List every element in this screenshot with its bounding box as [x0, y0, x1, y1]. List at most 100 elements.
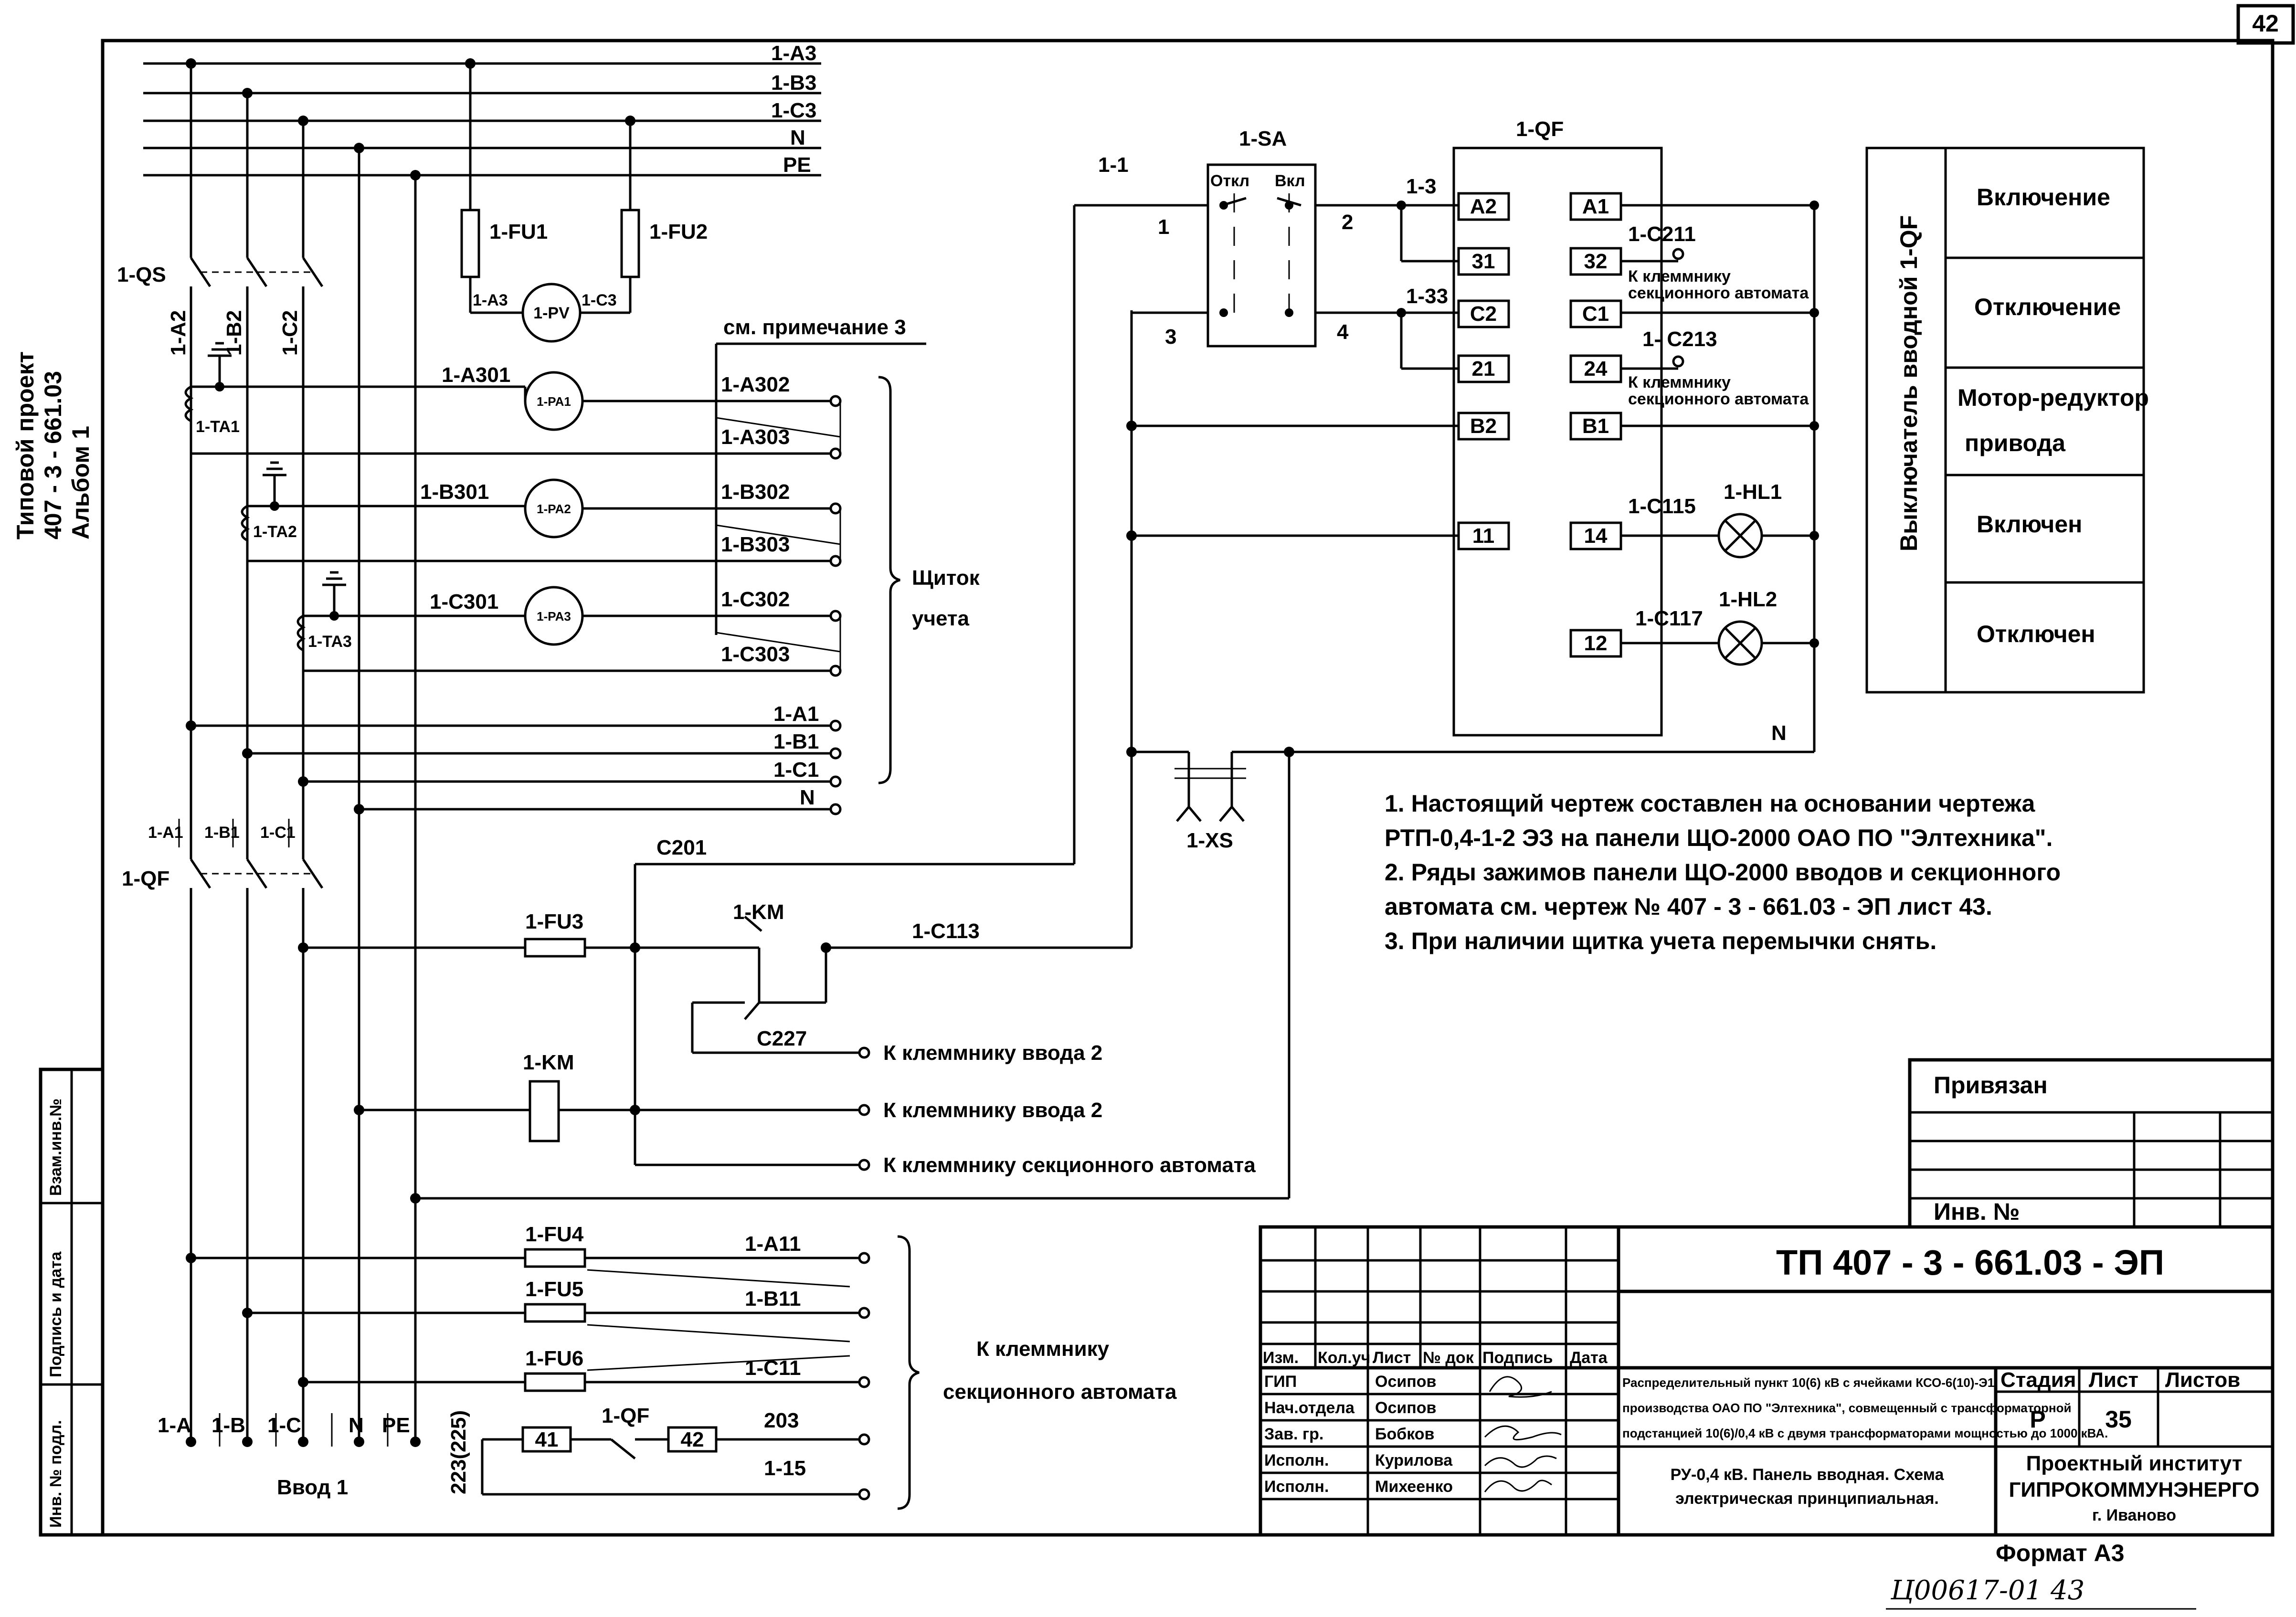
w223-label: 223(225): [447, 1410, 470, 1494]
qf-a1: 1-А1: [148, 824, 183, 842]
current-transformers: 1-TA1 1-TA2 1-TA3: [184, 342, 840, 672]
sa-p3: 3: [1165, 325, 1176, 349]
bus-n: N: [790, 126, 805, 149]
b301-label: 1-В301: [420, 480, 489, 504]
drawing-code: ТП 407 - 3 - 661.03 - ЭП: [1776, 1243, 2164, 1282]
sheets-header: Листов: [2165, 1368, 2240, 1392]
brace-label-2: секционного автомата: [943, 1380, 1177, 1404]
qf-l-2: С2: [1470, 302, 1497, 326]
c303-label: 1-С303: [721, 643, 790, 666]
role-1: Нач.отдела: [1264, 1399, 1355, 1417]
qf-c211: 1-С211: [1628, 222, 1696, 246]
stage-header: Стадия: [2000, 1368, 2076, 1392]
sheet-value: 35: [2105, 1406, 2132, 1433]
note-line-1: РТП-0,4-1-2 ЭЗ на панели ЩО-2000 ОАО ПО …: [1385, 824, 2053, 851]
qf-to-sec-a1: К клеммнику: [1628, 267, 1731, 285]
sheet-number: 42: [2252, 10, 2279, 37]
qf-block-label: 1-QF: [1516, 117, 1564, 141]
sa-p2: 2: [1342, 211, 1353, 234]
pa3-label: 1-PA3: [537, 609, 571, 624]
b11-label: 1-В11: [745, 1287, 801, 1311]
b303-label: 1-В303: [721, 533, 790, 556]
qf-r-5: 14: [1584, 524, 1608, 548]
role-4: Исполн.: [1264, 1478, 1329, 1496]
side-stamp-line3: Альбом 1: [67, 426, 94, 539]
strip-podpis: Подпись и дата: [47, 1251, 65, 1377]
a302-label: 1-А302: [721, 373, 790, 396]
side-stamp-line1: Типовой проект: [12, 351, 39, 539]
brace-label-1: К клеммнику: [976, 1337, 1110, 1361]
to-input2-a: К клеммнику ввода 2: [883, 1041, 1102, 1065]
panel-label-1: Щиток: [912, 566, 980, 590]
to-section: К клеммнику секционного автомата: [883, 1153, 1256, 1177]
qf-l-0: А2: [1470, 195, 1497, 218]
voltmeter-branch: 1-FU1 1-FU2 1-А3 1-С3 1-PV: [460, 63, 708, 343]
qf-to-sec-b2: секционного автомата: [1628, 390, 1809, 408]
term-pe: PE: [382, 1414, 410, 1437]
fu5-label: 1-FU5: [525, 1278, 583, 1301]
format-label: Формат А3: [1996, 1540, 2125, 1566]
fu4-label: 1-FU4: [525, 1223, 584, 1246]
top-buses: 1-А3 1-В3 1-С3 N PE: [143, 42, 821, 180]
note-line-4: 3. При наличии щитка учета перемычки сня…: [1385, 928, 1936, 954]
strip-inv: Инв. № подл.: [47, 1420, 65, 1528]
note-line-0: 1. Настоящий чертеж составлен на основан…: [1385, 790, 2036, 817]
term-n: N: [349, 1414, 364, 1437]
metering-panel-terminals: см. примечание 3 1-А302 1-А303 1-В302 1-…: [715, 316, 980, 784]
bus-c3: 1-С3: [771, 99, 816, 122]
qf-l-5: 11: [1472, 524, 1495, 548]
legend-side-title: Выключатель вводной 1-QF: [1895, 215, 1922, 551]
to-input2-b: К клеммнику ввода 2: [883, 1099, 1102, 1122]
qf-l-3: 21: [1472, 357, 1495, 380]
connector-xs: 1-XS: [1132, 747, 1294, 852]
role-2: Зав. гр.: [1264, 1425, 1323, 1443]
name-0: Осипов: [1375, 1373, 1436, 1391]
w203-label: 203: [764, 1409, 799, 1432]
k42-label: 42: [681, 1428, 704, 1451]
hdr-4: Подпись: [1482, 1349, 1553, 1367]
hdr-3: № док: [1423, 1349, 1474, 1367]
circuit-breaker-qf-block: 1-QF А2 31 С2 21 В2 11 А1 32 С1 24 В1 14…: [1126, 117, 1819, 757]
qf-r-0: А1: [1582, 195, 1609, 218]
legend-row-3: привода: [1965, 430, 2066, 456]
desc1-line-2: подстанцией 10(6)/0,4 кВ с двумя трансфо…: [1622, 1426, 2108, 1440]
xs-label: 1-XS: [1186, 829, 1233, 852]
desc1-line-1: производства ОАО ПО "Элтехника", совмеще…: [1622, 1401, 2071, 1415]
sa-on: Вкл: [1275, 172, 1305, 190]
org-line-0: Проектный институт: [2026, 1452, 2243, 1475]
side-stamp-line2: 407 - 3 - 661.03: [40, 371, 66, 539]
panel-label-2: учета: [912, 607, 969, 630]
fu3-label: 1-FU3: [525, 910, 583, 933]
role-3: Исполн.: [1264, 1451, 1329, 1469]
signature-marks: [1484, 1376, 1562, 1492]
name-2: Бобков: [1375, 1425, 1434, 1443]
org-line-1: ГИПРОКОММУНЭНЕРГО: [2009, 1478, 2259, 1501]
w115-label: 1-15: [764, 1457, 806, 1480]
qf-main-label: 1-QF: [122, 867, 169, 890]
fu2-label: 1-FU2: [649, 220, 708, 243]
b302-label: 1-В302: [721, 480, 790, 504]
hdr-5: Дата: [1570, 1349, 1608, 1367]
term-a: 1-А: [158, 1414, 191, 1437]
term-c: 1-С: [267, 1414, 301, 1437]
qf-r-2: С1: [1582, 302, 1609, 326]
legend-row-2: Мотор-редуктор: [1957, 384, 2149, 411]
bus-pe: PE: [783, 153, 811, 177]
qf-to-sec-b1: К клеммнику: [1628, 373, 1731, 391]
hdr-1: Кол.уч: [1318, 1349, 1370, 1367]
legend-row-4: Включен: [1977, 511, 2082, 538]
sa-label: 1-SA: [1239, 127, 1287, 150]
hdr-2: Лист: [1373, 1349, 1411, 1367]
qf-c1: 1-С1: [260, 824, 296, 842]
fu6-label: 1-FU6: [525, 1347, 583, 1370]
pa2-label: 1-PA2: [537, 502, 571, 516]
qf-c213: 1- С213: [1642, 328, 1717, 351]
sa-w11: 1-1: [1098, 153, 1129, 177]
qf-hl1: 1-HL1: [1724, 480, 1782, 504]
bus-a3: 1-А3: [771, 42, 816, 65]
stage-value: Р: [2030, 1406, 2045, 1433]
note-line-3: автомата см. чертеж № 407 - 3 - 661.03 -…: [1385, 893, 1992, 920]
legend-table: Выключатель вводной 1-QF Включение Отклю…: [1865, 147, 2149, 694]
input-label: Ввод 1: [277, 1476, 348, 1499]
